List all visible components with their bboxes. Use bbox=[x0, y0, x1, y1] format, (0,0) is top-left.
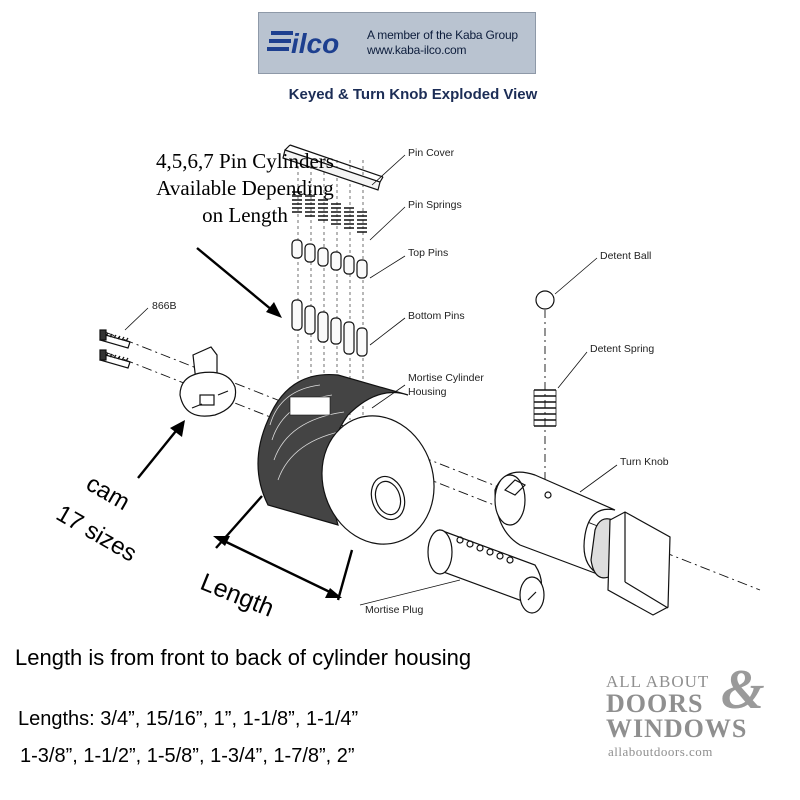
watermark-ampersand: & bbox=[721, 659, 765, 721]
pin-note-line1: 4,5,6,7 Pin Cylinders bbox=[156, 149, 334, 173]
label-screw-866b: 866B bbox=[152, 300, 177, 312]
watermark-line1: ALL ABOUT bbox=[606, 672, 710, 691]
brand-banner: ilco A member of the Kaba Group www.kaba… bbox=[258, 12, 536, 74]
brand-url-text: www.kaba-ilco.com bbox=[367, 43, 467, 57]
watermark-logo: ALL ABOUT DOORS & WINDOWS allaboutdoors.… bbox=[606, 659, 796, 787]
bottom-pins-part bbox=[291, 299, 368, 357]
label-bottom-pins: Bottom Pins bbox=[408, 310, 465, 322]
brand-member-text: A member of the Kaba Group bbox=[367, 28, 518, 42]
logo-text: ilco bbox=[291, 28, 339, 59]
label-detent-spring: Detent Spring bbox=[590, 343, 655, 355]
label-pin-cover: Pin Cover bbox=[408, 147, 455, 159]
watermark-line3: WINDOWS bbox=[606, 714, 748, 743]
cylinder-housing-part bbox=[257, 373, 435, 545]
screws-part bbox=[99, 329, 131, 369]
lengths-list-line2: 1-3/8”, 1-1/2”, 1-5/8”, 1-3/4”, 1-7/8”, … bbox=[20, 745, 355, 767]
pin-springs-part bbox=[292, 191, 367, 233]
pin-cylinders-note: 4,5,6,7 Pin Cylinders Available Dependin… bbox=[125, 148, 365, 229]
lengths-list-line1: Lengths: 3/4”, 15/16”, 1”, 1-1/8”, 1-1/4… bbox=[18, 708, 359, 730]
label-mortise-cylinder: Mortise Cylinder bbox=[408, 372, 484, 384]
pin-cover-part bbox=[282, 144, 384, 191]
watermark-url: allaboutdoors.com bbox=[608, 744, 713, 759]
ilco-logo: ilco bbox=[267, 28, 339, 59]
leader-lines bbox=[124, 154, 618, 606]
turn-knob-part bbox=[494, 471, 671, 616]
annotation-arrows bbox=[137, 247, 354, 601]
cam-part bbox=[179, 346, 237, 417]
diagram-title: Keyed & Turn Knob Exploded View bbox=[288, 86, 538, 103]
pin-note-line3: on Length bbox=[202, 203, 288, 227]
length-definition-note: Length is from front to back of cylinder… bbox=[15, 645, 472, 670]
pin-guide-lines bbox=[297, 160, 364, 425]
label-housing: Housing bbox=[408, 386, 447, 398]
top-pins-part bbox=[291, 239, 368, 279]
watermark-line2: DOORS bbox=[606, 689, 704, 718]
mortise-plug-part bbox=[427, 529, 545, 614]
detent-ball-part bbox=[535, 290, 555, 310]
label-top-pins: Top Pins bbox=[408, 247, 449, 259]
pin-note-line2: Available Depending bbox=[156, 176, 334, 200]
label-turn-knob: Turn Knob bbox=[620, 456, 669, 468]
label-detent-ball: Detent Ball bbox=[600, 250, 652, 262]
label-mortise-plug: Mortise Plug bbox=[365, 604, 424, 616]
label-pin-springs: Pin Springs bbox=[408, 199, 462, 211]
detent-spring-part bbox=[533, 389, 557, 427]
